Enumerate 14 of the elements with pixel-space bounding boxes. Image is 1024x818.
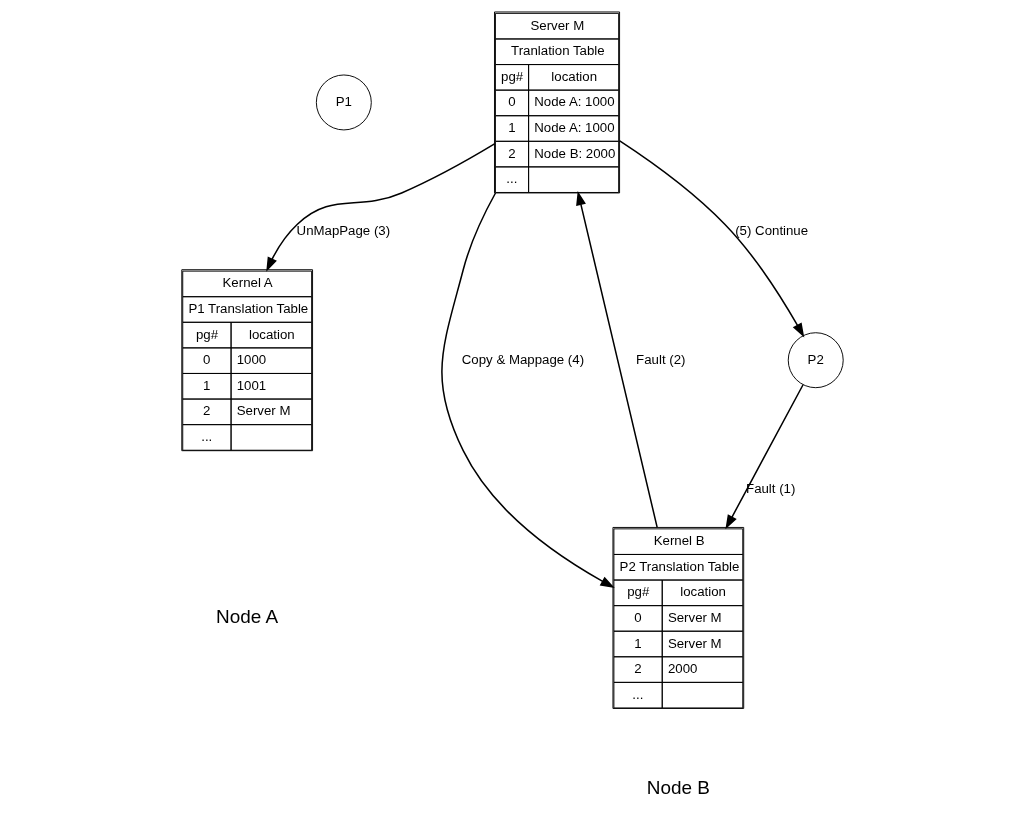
edge-label: (5) Continue bbox=[734, 222, 808, 238]
arrow bbox=[724, 384, 804, 530]
edge-label: Fault (1) bbox=[745, 480, 795, 496]
arrow bbox=[440, 192, 615, 589]
edge-label: Copy & Mappage (4) bbox=[461, 351, 584, 367]
node-circle: P2 bbox=[787, 332, 844, 389]
edge-label: Fault (2) bbox=[635, 351, 685, 367]
arrow bbox=[575, 190, 658, 529]
arrow bbox=[618, 140, 804, 338]
edge-label: UnMapPage (3) bbox=[296, 222, 390, 238]
node-circle: P1 bbox=[315, 74, 372, 131]
label: Node B bbox=[646, 776, 710, 798]
label: Node A bbox=[215, 605, 278, 627]
arrow bbox=[265, 143, 495, 272]
